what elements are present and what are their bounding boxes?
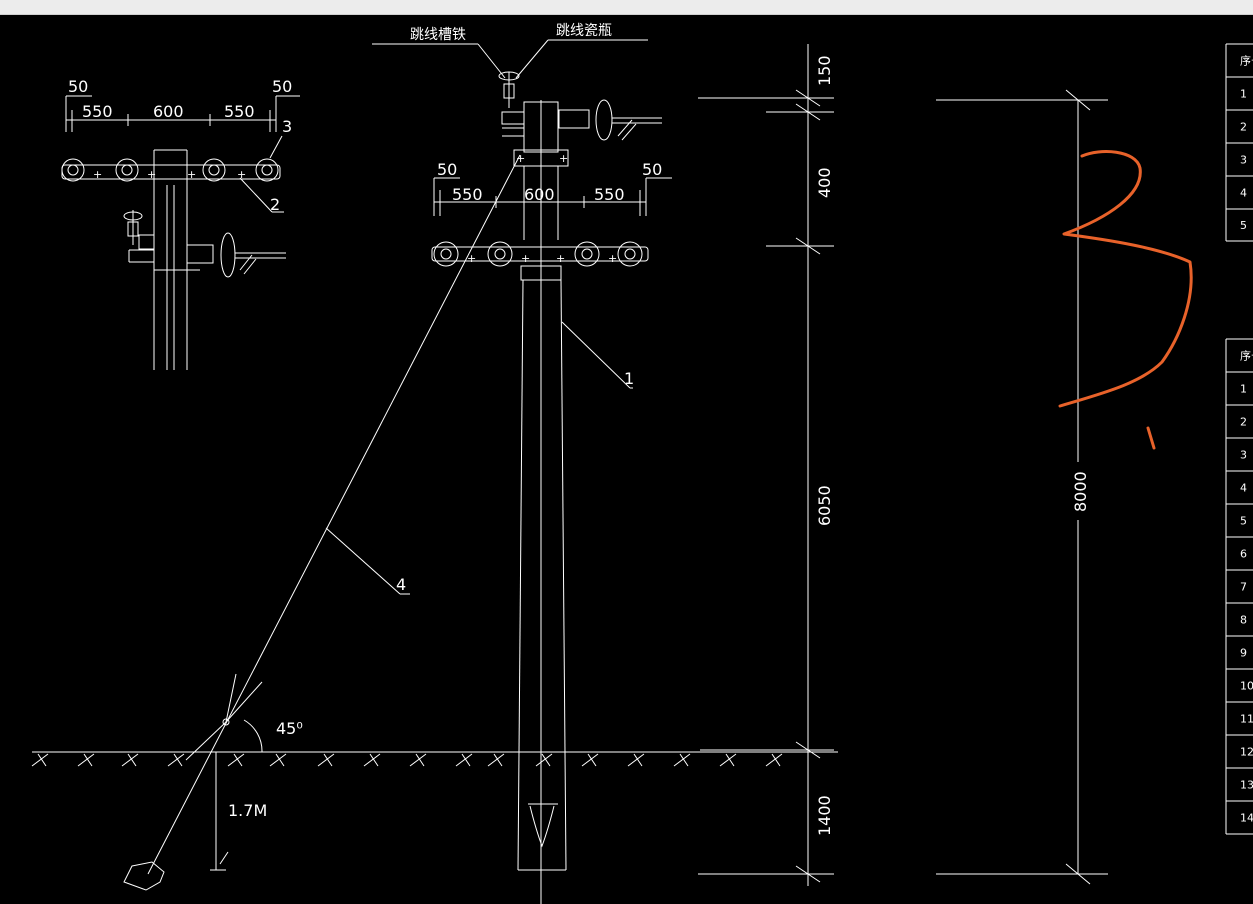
table-row-index: 7: [1240, 581, 1247, 594]
table-header-index: 序号: [1240, 349, 1253, 363]
left-dim-550-right: 550: [224, 102, 255, 121]
pole-marker-1: 1: [624, 369, 634, 388]
table-row-index: 13: [1240, 779, 1253, 792]
main-dim-50-left: 50: [437, 160, 457, 179]
left-dim-600: 600: [153, 102, 184, 121]
main-dim-600: 600: [524, 185, 555, 204]
table-row-index: 12: [1240, 746, 1253, 759]
main-dim-550-right: 550: [594, 185, 625, 204]
left-marker-2: 2: [270, 195, 280, 214]
svg-text:+: +: [516, 152, 525, 165]
table-row-index: 9: [1240, 647, 1247, 660]
table-row-index: 4: [1240, 482, 1247, 495]
svg-text:+: +: [521, 252, 530, 265]
table-row-index: 2: [1240, 416, 1247, 429]
stay-marker-4: 4: [396, 575, 406, 594]
table-row-index: 8: [1240, 614, 1247, 627]
table-row-index: 6: [1240, 548, 1247, 561]
table-header-index: 序号: [1240, 54, 1253, 68]
table-row-index: 3: [1240, 154, 1247, 167]
parts-table-2: 序号1234567891011121314: [1225, 338, 1253, 835]
left-dim-50-right: 50: [272, 77, 292, 96]
total-dimension: 8000: [936, 89, 1108, 885]
left-dim-50-left: 50: [68, 77, 88, 96]
main-dim-550-left: 550: [452, 185, 483, 204]
table-row-index: 10: [1240, 680, 1253, 693]
table-row-index: 5: [1240, 219, 1247, 232]
vertical-dimension-chain: 150 400 6050 1400: [698, 44, 834, 886]
vdim-1400: 1400: [815, 795, 834, 836]
angle-label: 45⁰: [276, 719, 303, 738]
ground-hatch: [31, 753, 783, 767]
svg-text:+: +: [559, 152, 568, 165]
left-crossarm-detail: 50 550 600 550 50 + + + + 3 2: [61, 77, 300, 370]
table-row-index: 11: [1240, 713, 1253, 726]
svg-text:+: +: [467, 252, 476, 265]
vdim-150: 150: [815, 55, 834, 86]
table-row-index: 1: [1240, 88, 1247, 101]
svg-text:+: +: [608, 252, 617, 265]
table-row-index: 3: [1240, 449, 1247, 462]
parts-table-1: 序号 1 2 3 4 5: [1225, 43, 1253, 242]
svg-text:+: +: [187, 168, 196, 181]
table-row-index: 1: [1240, 383, 1247, 396]
table-row-index: 14: [1240, 812, 1253, 825]
svg-text:+: +: [93, 168, 102, 181]
left-marker-3: 3: [282, 117, 292, 136]
left-dim-550-left: 550: [82, 102, 113, 121]
main-pole-elevation: 跳线槽铁 跳线瓷瓶 ++ 50 550 60: [31, 23, 838, 904]
depth-label: 1.7M: [228, 801, 267, 820]
svg-text:+: +: [147, 168, 156, 181]
vdim-400: 400: [815, 167, 834, 198]
label-jumper-channel-iron: 跳线槽铁: [410, 27, 466, 43]
table-row-index: 2: [1240, 121, 1247, 134]
total-dim-8000: 8000: [1071, 471, 1090, 512]
label-jumper-insulator: 跳线瓷瓶: [556, 23, 612, 39]
svg-text:+: +: [237, 168, 246, 181]
window-title-bar: [0, 0, 1253, 15]
table-row-index: 5: [1240, 515, 1247, 528]
main-dim-50-right: 50: [642, 160, 662, 179]
table-row-index: 4: [1240, 187, 1247, 200]
vdim-6050: 6050: [815, 485, 834, 526]
svg-text:+: +: [556, 252, 565, 265]
handwritten-annotation: [1058, 150, 1193, 450]
